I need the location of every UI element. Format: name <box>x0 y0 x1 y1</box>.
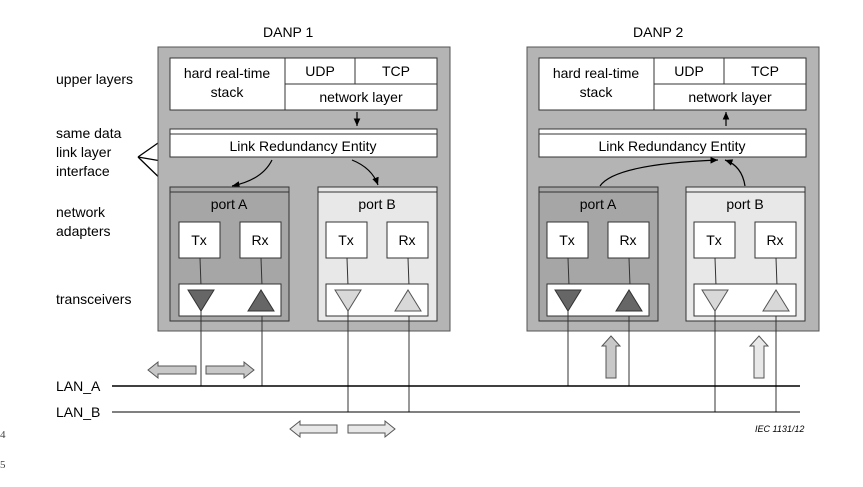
danp1-lre-label: Link Redundancy Entity <box>229 138 376 154</box>
danp1-port-b-rx-label: Rx <box>398 232 415 248</box>
danp2-port-a-rx-triangle <box>615 289 643 312</box>
danp2-port-a-title: port A <box>580 196 617 212</box>
danp2-port-b-rx-triangle <box>762 289 790 312</box>
danp2-port-b-tx <box>693 221 736 259</box>
label-network-adapters-1: network <box>56 204 106 220</box>
lan-a-left-arrow <box>147 360 197 380</box>
danp1-port-b-title: port B <box>358 196 395 212</box>
danp2-port-b-tx-label: Tx <box>706 232 722 248</box>
danp1-port-a-tx <box>178 221 221 259</box>
danp2-port-b-to-lre-arrow <box>724 159 746 187</box>
danp2-title: DANP 2 <box>633 24 684 40</box>
danp1-rt-stack-line2: stack <box>211 84 245 100</box>
danp2-upper-stack <box>538 57 807 111</box>
lan-b-label: LAN_B <box>56 404 100 420</box>
danp1-rt-stack-line1: hard real-time <box>184 65 271 81</box>
danp1-lan-drops <box>200 311 410 412</box>
danp1-lre-to-port-a-arrow <box>231 159 273 188</box>
danp2-port-a-tx-triangle <box>554 289 582 312</box>
lan-b-left-arrow <box>289 419 338 439</box>
danp2-port-a-rx-label: Rx <box>619 232 636 248</box>
lan-b-right-arrow <box>347 419 396 439</box>
danp2-port-b-rx <box>754 221 797 259</box>
margin-line-number-4: 4 <box>0 429 6 441</box>
danp1-port-b-tx <box>325 221 368 259</box>
danp1-port-a-tx-label: Tx <box>191 232 207 248</box>
danp1-port-a-rx-label: Rx <box>251 232 268 248</box>
label-same-data-3: interface <box>56 163 110 179</box>
danp2-udp: UDP <box>674 63 704 79</box>
danp2-network-layer: network layer <box>688 89 772 105</box>
danp1-port-a-title: port A <box>211 196 248 212</box>
margin-line-number-5: 5 <box>0 459 6 471</box>
danp1-tcp: TCP <box>382 63 410 79</box>
lan-a-right-arrow <box>205 360 255 380</box>
danp1-lre-to-port-b-arrow <box>351 159 379 186</box>
danp2-port-a-tx <box>546 221 589 259</box>
danp2-lre-label: Link Redundancy Entity <box>598 138 745 154</box>
danp1-udp: UDP <box>305 63 335 79</box>
danp1-port-b-rx <box>386 221 429 259</box>
danp2-port-a-to-lre-arrow <box>599 156 719 187</box>
danp2-rt-stack-line1: hard real-time <box>553 65 640 81</box>
label-upper-layers: upper layers <box>56 71 133 87</box>
label-transceivers: transceivers <box>56 291 131 307</box>
label-network-adapters-2: adapters <box>56 223 110 239</box>
danp2-rt-stack-line2: stack <box>580 84 614 100</box>
danp2-port-a-rx <box>607 221 650 259</box>
label-same-data-1: same data <box>56 125 122 141</box>
danp1-port-b-tx-label: Tx <box>338 232 354 248</box>
danp1-port-a-tx-triangle <box>187 289 215 312</box>
danp2-tcp: TCP <box>751 63 779 79</box>
iec-reference: IEC 1131/12 <box>755 424 804 434</box>
danp1-port-b-tx-triangle <box>334 289 362 312</box>
danp2-port-b-title: port B <box>726 196 763 212</box>
danp2-port-b-rx-label: Rx <box>766 232 783 248</box>
danp1-port-a-rx <box>239 221 282 259</box>
danp1-network-layer: network layer <box>319 89 403 105</box>
danp2-port-b-tx-triangle <box>701 289 729 312</box>
danp1-port-b-rx-triangle <box>394 289 422 312</box>
danp1-port-a-rx-triangle <box>247 289 275 312</box>
danp1-upper-stack <box>169 57 438 111</box>
lan-a-up-arrow <box>600 335 622 379</box>
danp2-port-a-tx-label: Tx <box>559 232 575 248</box>
label-same-data-2: link layer <box>56 144 112 160</box>
lan-a-label: LAN_A <box>56 378 101 394</box>
danp2-lan-drops <box>567 311 777 412</box>
danp1-title: DANP 1 <box>263 24 314 40</box>
lan-b-up-arrow <box>748 335 770 379</box>
